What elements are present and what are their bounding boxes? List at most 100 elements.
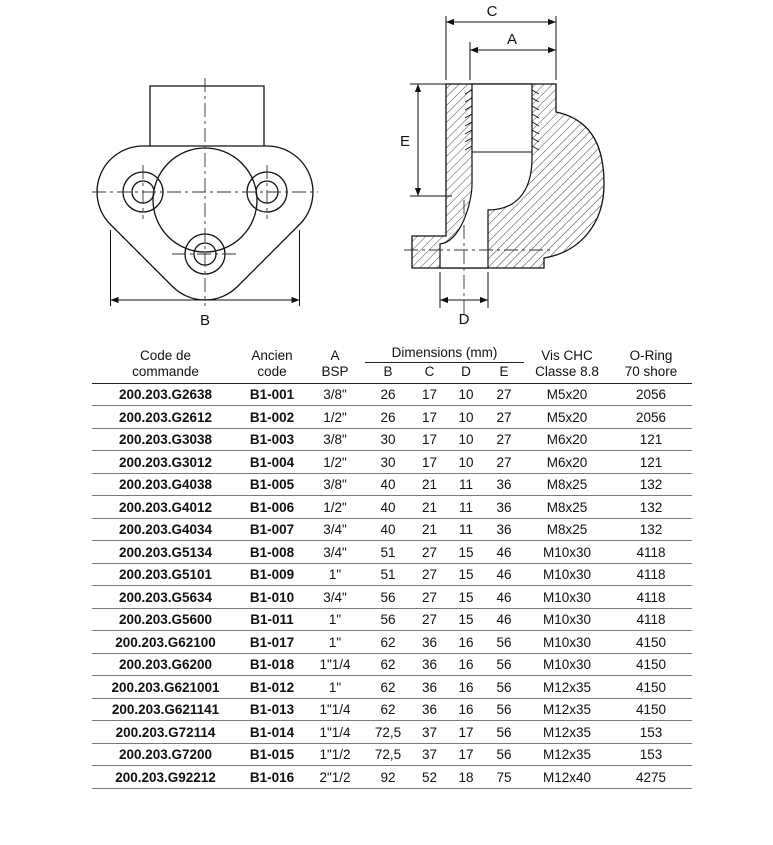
table-cell: 200.203.G72114 (92, 720, 239, 744)
table-cell: 1"1/2 (305, 743, 365, 767)
table-cell: 36 (484, 495, 525, 519)
table-cell: 16 (448, 630, 484, 654)
table-cell: 37 (411, 720, 448, 744)
table-cell: 200.203.G3012 (92, 450, 239, 474)
table-cell: 36 (411, 630, 448, 654)
table-cell: 27 (411, 585, 448, 609)
table-cell: 46 (484, 540, 525, 564)
table-cell: 21 (411, 518, 448, 542)
table-cell: 56 (365, 608, 411, 632)
table-cell: B1-015 (239, 743, 305, 767)
table-cell: 36 (484, 473, 525, 497)
table-cell: M12x35 (524, 720, 611, 744)
table-cell: 37 (411, 743, 448, 767)
table-cell: 200.203.G5634 (92, 585, 239, 609)
table-cell: B1-012 (239, 675, 305, 699)
section-view-drawing: C A E D (400, 3, 605, 328)
table-cell: 200.203.G2612 (92, 405, 239, 429)
table-cell: 36 (484, 518, 525, 542)
table-cell: 36 (411, 698, 448, 722)
table-cell: 56 (484, 698, 525, 722)
col-header-a-bsp: A BSP (305, 344, 365, 384)
table-cell: 1"1/4 (305, 720, 365, 744)
col-header-ancien: Ancien code (239, 344, 305, 384)
table-cell: 17 (448, 743, 484, 767)
table-cell: 15 (448, 540, 484, 564)
table-cell: 27 (484, 383, 525, 407)
table-cell: 36 (411, 675, 448, 699)
table-cell: 56 (484, 743, 525, 767)
table-cell: 72,5 (365, 720, 411, 744)
table-cell: B1-009 (239, 563, 305, 587)
dim-A (469, 42, 556, 80)
table-cell: 27 (411, 540, 448, 564)
table-cell: 92 (365, 765, 411, 789)
table-cell: 4118 (610, 585, 693, 609)
table-cell: 4150 (610, 630, 693, 654)
table-header: Code de commande Ancien code A BSP Dimen… (92, 344, 693, 384)
table-cell: 200.203.G5134 (92, 540, 239, 564)
table-cell: 3/4" (305, 518, 365, 542)
dim-D (439, 272, 489, 308)
table-cell: 62 (365, 630, 411, 654)
table-cell: 16 (448, 698, 484, 722)
table-cell: B1-010 (239, 585, 305, 609)
table-cell: 27 (484, 428, 525, 452)
table-cell: M10x30 (524, 563, 611, 587)
table-cell: B1-006 (239, 495, 305, 519)
table-cell: 200.203.G92212 (92, 765, 239, 789)
col-header-code: Code de commande (92, 344, 239, 384)
table-cell: 30 (365, 428, 411, 452)
col-header-c: C (411, 362, 448, 384)
table-cell: 200.203.G4012 (92, 495, 239, 519)
table-cell: 27 (484, 405, 525, 429)
table-cell: M10x30 (524, 608, 611, 632)
table-cell: 27 (411, 563, 448, 587)
table-cell: B1-008 (239, 540, 305, 564)
table-cell: 3/4" (305, 540, 365, 564)
col-header-d: D (448, 362, 484, 384)
table-cell: 2056 (610, 405, 693, 429)
table-cell: 153 (610, 743, 693, 767)
table-cell: 16 (448, 653, 484, 677)
dim-B (110, 230, 300, 306)
table-cell: 1" (305, 608, 365, 632)
table-cell: M10x30 (524, 585, 611, 609)
table-cell: 200.203.G2638 (92, 383, 239, 407)
table-cell: 26 (365, 405, 411, 429)
table-cell: B1-003 (239, 428, 305, 452)
drawings-svg: B (92, 3, 605, 329)
table-cell: B1-016 (239, 765, 305, 789)
table-cell: 18 (448, 765, 484, 789)
table-cell: 72,5 (365, 743, 411, 767)
table-cell: B1-018 (239, 653, 305, 677)
table-cell: 15 (448, 563, 484, 587)
table-cell: 132 (610, 518, 693, 542)
table-cell: 200.203.G5101 (92, 563, 239, 587)
table-cell: 10 (448, 428, 484, 452)
table-cell: 200.203.G62100 (92, 630, 239, 654)
table-cell: M10x30 (524, 630, 611, 654)
table-cell: 4118 (610, 540, 693, 564)
table-cell: 46 (484, 585, 525, 609)
table-cell: B1-013 (239, 698, 305, 722)
table-cell: 21 (411, 473, 448, 497)
table-cell: 4150 (610, 698, 693, 722)
table-cell: 75 (484, 765, 525, 789)
centerlines-section (404, 200, 552, 316)
table-cell: 1" (305, 630, 365, 654)
table-cell: 200.203.G4034 (92, 518, 239, 542)
col-header-b: B (365, 362, 411, 384)
table-cell: M6x20 (524, 428, 611, 452)
table-cell: 62 (365, 653, 411, 677)
table-cell: 27 (411, 608, 448, 632)
table-cell: 17 (411, 383, 448, 407)
